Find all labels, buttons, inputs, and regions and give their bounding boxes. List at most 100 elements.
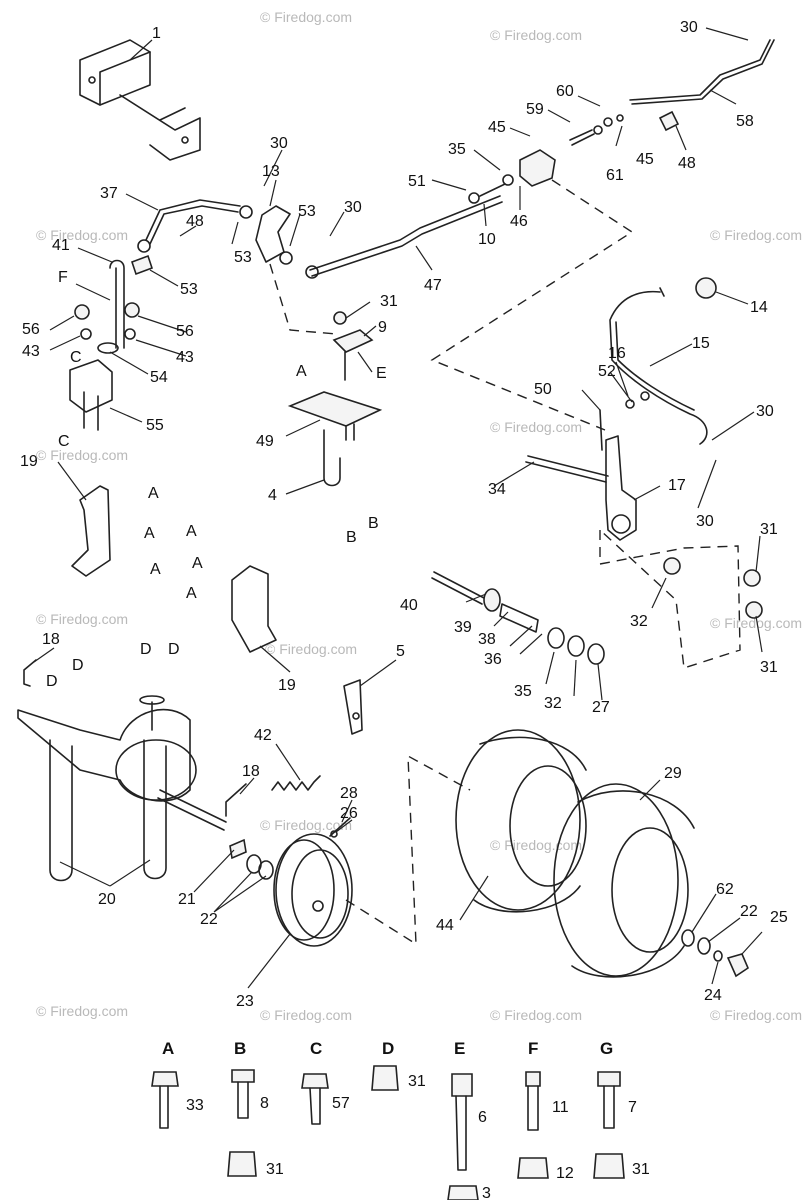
callout-A: A [192, 555, 203, 572]
callout-34: 34 [488, 481, 506, 498]
callout-53: 53 [180, 281, 198, 298]
callout-D: D [72, 657, 84, 674]
callout-A: A [186, 523, 197, 540]
callout-18: 18 [242, 763, 260, 780]
watermark: © Firedog.com [490, 419, 582, 435]
callout-17: 17 [668, 477, 686, 494]
callout-14: 14 [750, 299, 768, 316]
callout-56: 56 [176, 323, 194, 340]
plate-49-drawing [287, 391, 383, 427]
watermark: © Firedog.com [490, 27, 582, 43]
callout-18: 18 [42, 631, 60, 648]
watermark: © Firedog.com [36, 447, 128, 463]
watermark: © Firedog.com [710, 1007, 802, 1023]
leader-lines [33, 27, 763, 989]
knob-14-drawing [695, 277, 717, 299]
watermark: © Firedog.com [36, 227, 128, 243]
callout-31: 31 [760, 521, 778, 538]
callouts: 1 30 58 60 59 45 45 61 48 35 51 46 10 30… [20, 19, 788, 1010]
callout-21: 21 [178, 891, 196, 908]
callout-40: 40 [400, 597, 418, 614]
callout-54: 54 [150, 369, 168, 386]
callout-59: 59 [526, 101, 544, 118]
callout-48: 48 [186, 213, 204, 230]
bracket-13-drawing [255, 205, 291, 263]
bracket-19-drawing [71, 485, 111, 577]
lever-15-drawing [609, 290, 708, 445]
callout-22: 22 [200, 911, 218, 928]
watermark: © Firedog.com [260, 1007, 352, 1023]
callout-35: 35 [448, 141, 466, 158]
legend-part: 8 [260, 1095, 269, 1112]
watermark: © Firedog.com [710, 227, 802, 243]
callout-C: C [70, 349, 82, 366]
callout-27: 27 [592, 699, 610, 716]
callout-31: 31 [380, 293, 398, 310]
callout-48: 48 [678, 155, 696, 172]
callout-16: 16 [608, 345, 626, 362]
callout-43: 43 [176, 349, 194, 366]
watermark: © Firedog.com [260, 817, 352, 833]
transaxle-drawing [17, 708, 191, 802]
rod-47-drawing [309, 195, 501, 271]
callout-36: 36 [484, 651, 502, 668]
callout-A: A [150, 561, 161, 578]
callout-24: 24 [704, 987, 722, 1004]
callout-61: 61 [606, 167, 624, 184]
callout-39: 39 [454, 619, 472, 636]
callout-46: 46 [510, 213, 528, 230]
rod-37-drawing [145, 199, 241, 241]
watermark: © Firedog.com [36, 611, 128, 627]
callout-53: 53 [234, 249, 252, 266]
callout-C: C [58, 433, 70, 450]
callout-B: B [368, 515, 379, 532]
callout-23: 23 [236, 993, 254, 1010]
legend-part: 31 [266, 1161, 284, 1178]
callout-62: 62 [716, 881, 734, 898]
callout-35: 35 [514, 683, 532, 700]
callout-32: 32 [630, 613, 648, 630]
callout-51: 51 [408, 173, 426, 190]
callout-13: 13 [262, 163, 280, 180]
callout-A: A [144, 525, 155, 542]
callout-A: A [296, 363, 307, 380]
callout-30: 30 [270, 135, 288, 152]
legend-part: 31 [408, 1073, 426, 1090]
watermark: © Firedog.com [490, 837, 582, 853]
legend-letter: D [382, 1039, 394, 1058]
callout-45: 45 [636, 151, 654, 168]
callout-32: 32 [544, 695, 562, 712]
callout-9: 9 [378, 319, 387, 336]
callout-E: E [376, 365, 387, 382]
legend-e: E 6 3 [447, 1039, 491, 1200]
legend-letter: A [162, 1039, 174, 1058]
callout-41: 41 [52, 237, 70, 254]
callout-30: 30 [696, 513, 714, 530]
callout-25: 25 [770, 909, 788, 926]
hardware-legend: A 33 B 8 31 C 57 D 31 E [151, 1039, 650, 1200]
callout-49: 49 [256, 433, 274, 450]
bracket-1-drawing [79, 39, 201, 161]
callout-19: 19 [278, 677, 296, 694]
legend-letter: G [600, 1039, 613, 1058]
watermark: © Firedog.com [265, 641, 357, 657]
wheel-rim-23-drawing [273, 833, 353, 947]
legend-letter: E [454, 1039, 465, 1058]
callout-D: D [168, 641, 180, 658]
watermark: © Firedog.com [36, 1003, 128, 1019]
callout-47: 47 [424, 277, 442, 294]
callout-30: 30 [344, 199, 362, 216]
legend-part: 31 [632, 1161, 650, 1178]
callout-A: A [148, 485, 159, 502]
callout-37: 37 [100, 185, 118, 202]
callout-10: 10 [478, 231, 496, 248]
tire-44-drawing [455, 729, 587, 913]
callout-43: 43 [22, 343, 40, 360]
callout-45: 45 [488, 119, 506, 136]
rod-58-drawing [629, 39, 771, 101]
u-bolt-20-drawing [143, 739, 167, 880]
legend-d: D 31 [371, 1039, 426, 1091]
tire-29-drawing [553, 783, 695, 978]
legend-part: 11 [552, 1099, 569, 1116]
